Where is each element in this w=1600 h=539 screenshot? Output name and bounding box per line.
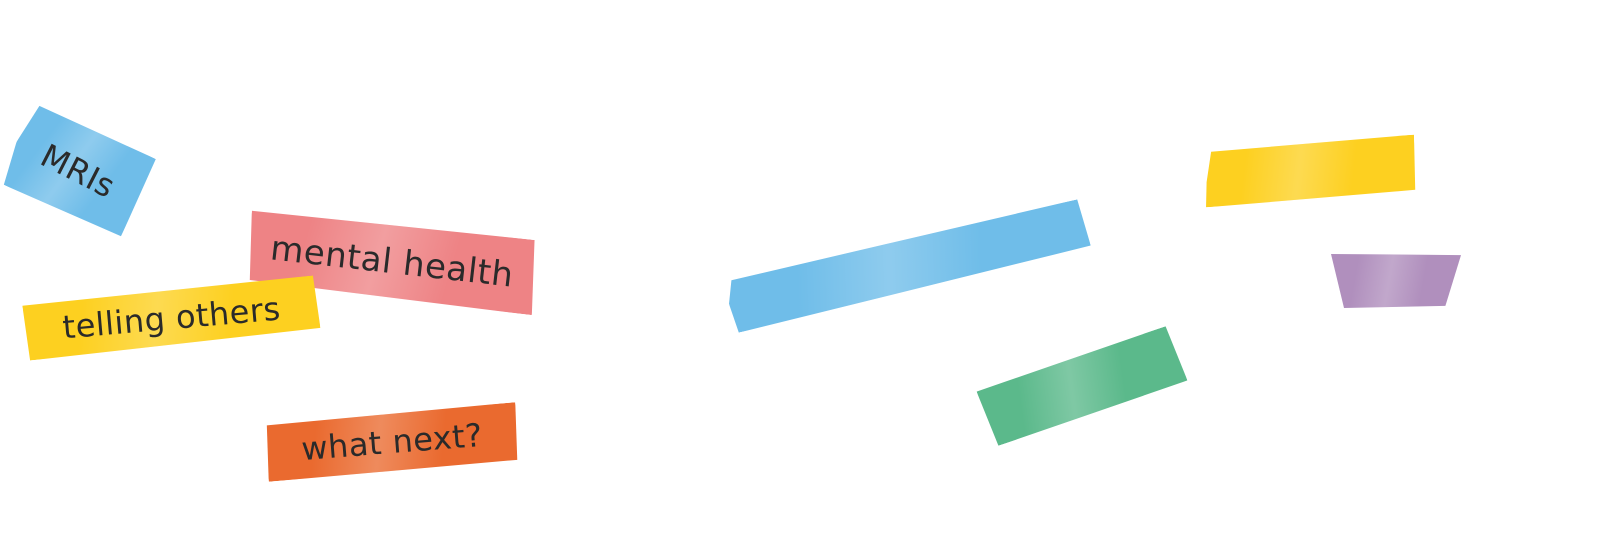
tape-mris: MRIs bbox=[0, 99, 159, 243]
tape-what-next: what next? bbox=[264, 402, 520, 482]
tape-blank-blue bbox=[723, 199, 1093, 334]
tape-label-telling-others: telling others bbox=[60, 289, 283, 347]
tape-telling-others: telling others bbox=[22, 275, 321, 360]
tape-label-what-next: what next? bbox=[299, 415, 485, 469]
tape-blank-yellow bbox=[1202, 135, 1417, 208]
tape-blank-green bbox=[975, 325, 1188, 447]
tape-label-mris: MRIs bbox=[34, 136, 122, 206]
tape-blank-purple bbox=[1331, 254, 1461, 308]
